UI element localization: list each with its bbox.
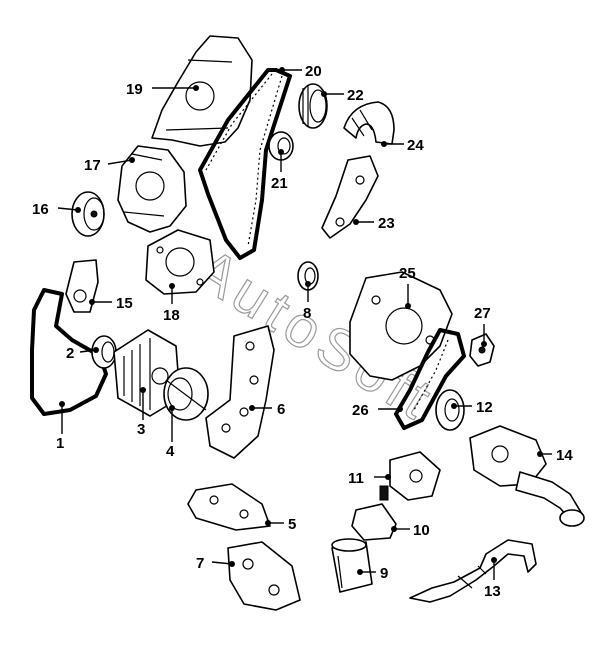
callout-27: 27 [474, 305, 491, 322]
callout-6: 6 [277, 401, 285, 418]
part-11-housing [379, 451, 441, 501]
callout-15: 15 [116, 295, 133, 312]
part-1-drive-belt [30, 288, 108, 416]
part-16-crank-pulley [71, 191, 105, 237]
callout-16: 16 [32, 201, 49, 218]
part-24-elbow-cover [343, 101, 395, 145]
callout-leaders [57, 67, 552, 580]
part-15-small-bracket [65, 259, 99, 313]
callout-4: 4 [166, 443, 175, 460]
callout-26: 26 [352, 402, 369, 419]
callout-14: 14 [556, 447, 573, 464]
callout-11: 11 [348, 470, 364, 487]
callout-8: 8 [303, 305, 311, 322]
callout-17: 17 [84, 157, 101, 174]
callout-5: 5 [288, 516, 296, 533]
part-25-timing-case [349, 271, 453, 381]
callout-1: 1 [56, 435, 64, 452]
callout-10: 10 [413, 522, 430, 539]
callout-9: 9 [380, 565, 388, 582]
part-6-engine-bracket [205, 325, 275, 459]
part-4-filter-housing [163, 367, 209, 421]
callout-21: 21 [271, 175, 288, 192]
part-5-bracket-plate [187, 483, 271, 531]
callout-3: 3 [137, 421, 145, 438]
part-19-timing-cover [151, 35, 253, 147]
callout-19: 19 [126, 81, 143, 98]
callout-18: 18 [163, 307, 180, 324]
part-7-lower-bracket [227, 541, 301, 611]
callout-24: 24 [407, 137, 424, 154]
part-23-bracket [321, 155, 379, 239]
part-9-oil-filter [331, 538, 373, 593]
part-13-pipe [409, 539, 537, 603]
part-27-fitting [469, 333, 495, 367]
callout-20: 20 [305, 63, 322, 80]
part-22-camshaft-pulley [298, 83, 328, 129]
callout-2: 2 [66, 345, 74, 362]
part-12-sprocket [435, 389, 465, 431]
part-14-oil-pump [469, 425, 585, 527]
part-20-timing-belt [198, 68, 292, 260]
callout-25: 25 [399, 265, 416, 282]
part-17-housing [117, 145, 187, 233]
callout-12: 12 [476, 399, 493, 416]
part-26-chain [394, 328, 466, 430]
part-18-backing-plate [145, 229, 215, 295]
callout-7: 7 [196, 555, 204, 572]
callout-22: 22 [347, 87, 364, 104]
callout-13: 13 [484, 583, 501, 600]
part-21-tensioner-roller [268, 131, 294, 161]
part-10-sensor [351, 503, 397, 541]
callout-23: 23 [378, 215, 395, 232]
